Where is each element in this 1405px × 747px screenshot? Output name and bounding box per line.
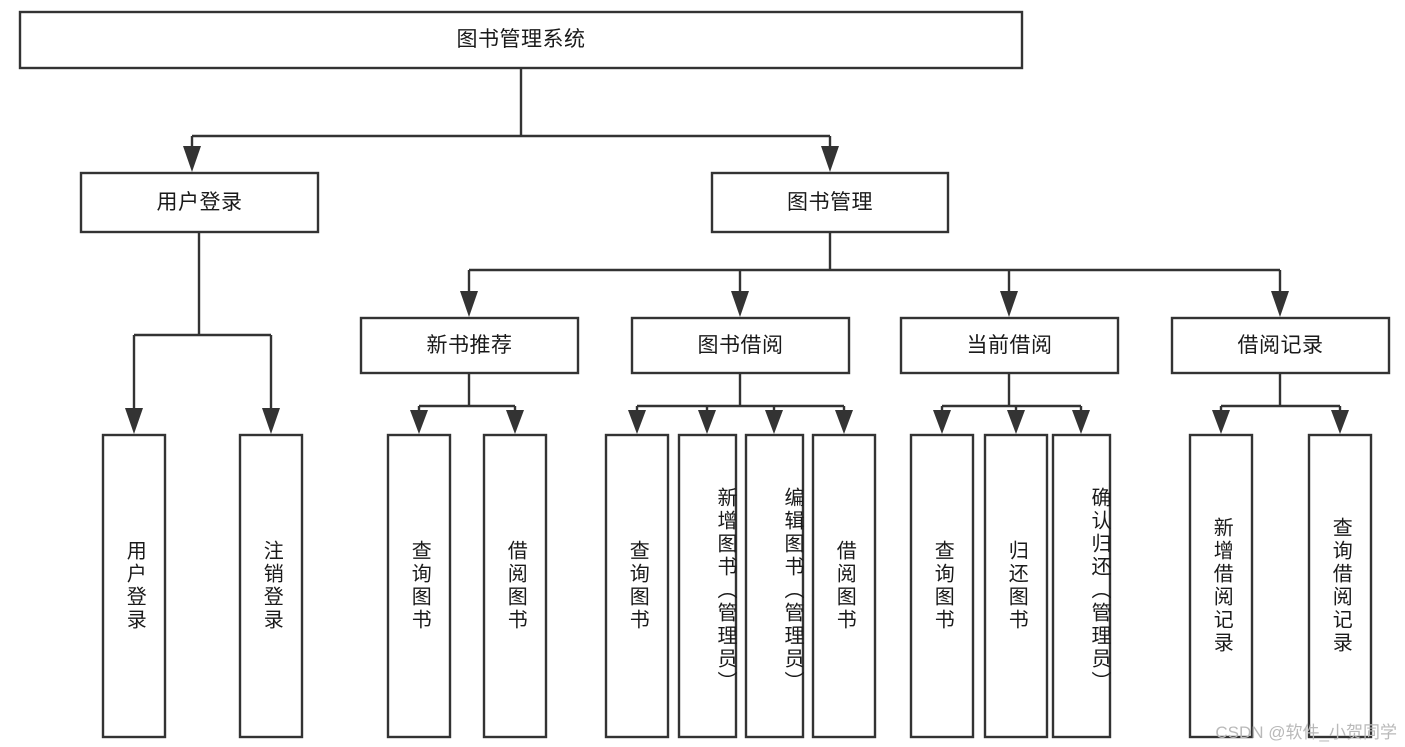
node-leaf-edit-book[interactable] — [744, 433, 805, 739]
arrow-to-user-login — [183, 146, 201, 172]
edges-current-borrow-to-leaves — [933, 373, 1090, 434]
node-leaf-query-record[interactable] — [1307, 433, 1373, 739]
arrow-to-leaf-add-record — [1212, 410, 1230, 434]
arrow-to-leaf-return-book — [1007, 410, 1025, 434]
edges-book-manage-to-level3 — [460, 232, 1289, 317]
node-book-manage[interactable] — [710, 171, 950, 234]
node-leaf-borrow-book-2[interactable] — [811, 433, 877, 739]
arrow-to-current-borrow — [1000, 291, 1018, 317]
arrow-to-leaf-query-book-3 — [933, 410, 951, 434]
node-user-login[interactable] — [79, 171, 320, 234]
node-book-borrow[interactable] — [630, 316, 851, 375]
arrow-to-leaf-query-book-2 — [628, 410, 646, 434]
node-leaf-add-record[interactable] — [1188, 433, 1254, 739]
node-current-borrow[interactable] — [899, 316, 1120, 375]
node-leaf-query-book-2[interactable] — [604, 433, 670, 739]
edges-root-to-level2 — [183, 68, 839, 172]
arrow-to-leaf-query-book-1 — [410, 410, 428, 434]
edges-book-borrow-to-leaves — [628, 373, 853, 434]
node-leaf-return-book[interactable] — [983, 433, 1049, 739]
arrow-to-leaf-confirm-return — [1072, 410, 1090, 434]
arrow-to-book-borrow — [731, 291, 749, 317]
node-leaf-add-book[interactable] — [677, 433, 738, 739]
arrow-to-leaf-edit-book — [765, 410, 783, 434]
arrow-to-leaf-borrow-book-1 — [506, 410, 524, 434]
arrow-to-leaf-user-login — [125, 408, 143, 434]
node-leaf-query-book-1[interactable] — [386, 433, 452, 739]
arrow-to-book-manage — [821, 146, 839, 172]
arrow-to-leaf-logout — [262, 408, 280, 434]
node-borrow-record[interactable] — [1170, 316, 1391, 375]
csdn-watermark: CSDN @软件_小贺同学 — [1215, 723, 1397, 742]
node-leaf-logout[interactable] — [238, 433, 304, 739]
arrow-to-new-book-rec — [460, 291, 478, 317]
arrow-to-leaf-borrow-book-2 — [835, 410, 853, 434]
node-leaf-borrow-book-1[interactable] — [482, 433, 548, 739]
node-leaf-query-book-3[interactable] — [909, 433, 975, 739]
arrow-to-leaf-add-book — [698, 410, 716, 434]
node-new-book-rec[interactable] — [359, 316, 580, 375]
arrow-to-borrow-record — [1271, 291, 1289, 317]
edges-new-book-rec-to-leaves — [410, 373, 524, 434]
node-leaf-user-login[interactable] — [101, 433, 167, 739]
node-leaf-confirm-return[interactable] — [1051, 433, 1112, 739]
edges-user-login-to-leaves — [125, 232, 280, 434]
arrow-to-leaf-query-record — [1331, 410, 1349, 434]
edges-borrow-record-to-leaves — [1212, 373, 1349, 434]
node-root[interactable] — [18, 10, 1024, 70]
